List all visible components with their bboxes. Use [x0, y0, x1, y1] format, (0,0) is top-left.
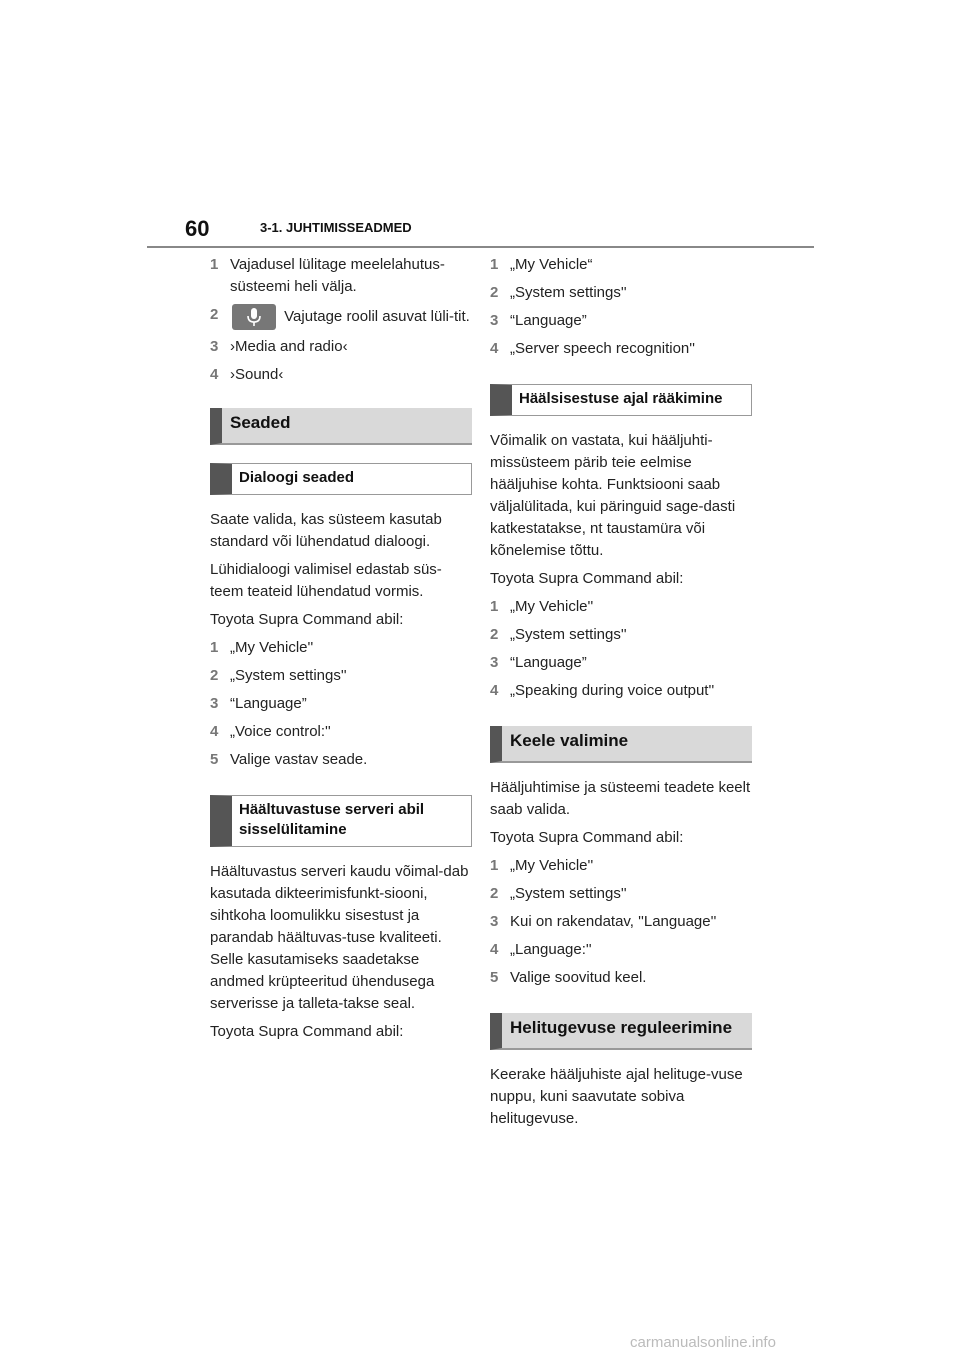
paragraph: Lühidialoogi valimisel edastab süs-teem … — [210, 561, 442, 600]
subsection-heading: Häältuvastuse serveri abil sisselülitami… — [210, 795, 472, 847]
step-item: 3“Language” — [210, 695, 307, 712]
section-heading: Seaded — [210, 408, 472, 445]
step-item: 4 ›Sound‹ — [210, 366, 284, 383]
paragraph: Toyota Supra Command abil: — [210, 611, 404, 628]
paragraph: Saate valida, kas süsteem kasutab standa… — [210, 511, 442, 550]
step-item: 3“Language” — [490, 312, 587, 329]
step-item: 2 Vajutage roolil asuvat lüli-tit. — [210, 304, 472, 330]
step-item: 1„My Vehicle“ — [490, 256, 593, 273]
subsection-heading: Häälsisestuse ajal rääkimine — [490, 384, 752, 416]
step-text: Vajutage roolil asuvat lüli-tit. — [280, 307, 470, 325]
step-item: 4„Server speech recognition'' — [490, 340, 695, 357]
step-item: 4„Language:'' — [490, 941, 592, 958]
left-column: 1 Vajadusel lülitage meelelahutus-süstee… — [210, 254, 472, 1049]
step-item: 4„Speaking during voice output'' — [490, 682, 715, 699]
paragraph: Toyota Supra Command abil: — [490, 829, 684, 846]
page-header: 60 3-1. JUHTIMISSEADMED — [147, 212, 814, 248]
step-item: 1„My Vehicle'' — [490, 598, 594, 615]
chapter-title: 3-1. JUHTIMISSEADMED — [260, 220, 412, 235]
step-item: 1„My Vehicle'' — [210, 639, 314, 656]
paragraph: Toyota Supra Command abil: — [490, 570, 684, 587]
paragraph: Toyota Supra Command abil: — [210, 1023, 404, 1040]
right-column: 1„My Vehicle“ 2„System settings'' 3“Lang… — [490, 254, 752, 1136]
step-item: 2„System settings'' — [210, 667, 347, 684]
page-number: 60 — [185, 216, 210, 241]
step-item: 4„Voice control:'' — [210, 723, 331, 740]
watermark: carmanualsonline.info — [630, 1334, 776, 1351]
step-item: 2„System settings'' — [490, 885, 627, 902]
step-item: 2„System settings'' — [490, 284, 627, 301]
step-item: 3 ›Media and radio‹ — [210, 338, 348, 355]
microphone-icon — [232, 304, 276, 330]
step-item: 1 Vajadusel lülitage meelelahutus-süstee… — [210, 256, 445, 295]
paragraph: Võimalik on vastata, kui hääljuhti-missü… — [490, 432, 736, 559]
step-item: 2„System settings'' — [490, 626, 627, 643]
section-heading: Keele valimine — [490, 726, 752, 763]
step-item: 3“Language” — [490, 654, 587, 671]
paragraph: Häältuvastus serveri kaudu võimal-dab ka… — [210, 863, 469, 1012]
paragraph: Keerake hääljuhiste ajal helituge-vuse n… — [490, 1066, 743, 1127]
section-heading: Helitugevuse reguleerimine — [490, 1013, 752, 1050]
subsection-heading: Dialoogi seaded — [210, 463, 472, 495]
step-item: 1„My Vehicle'' — [490, 857, 594, 874]
paragraph: Hääljuhtimise ja süsteemi teadete keelt … — [490, 779, 751, 818]
